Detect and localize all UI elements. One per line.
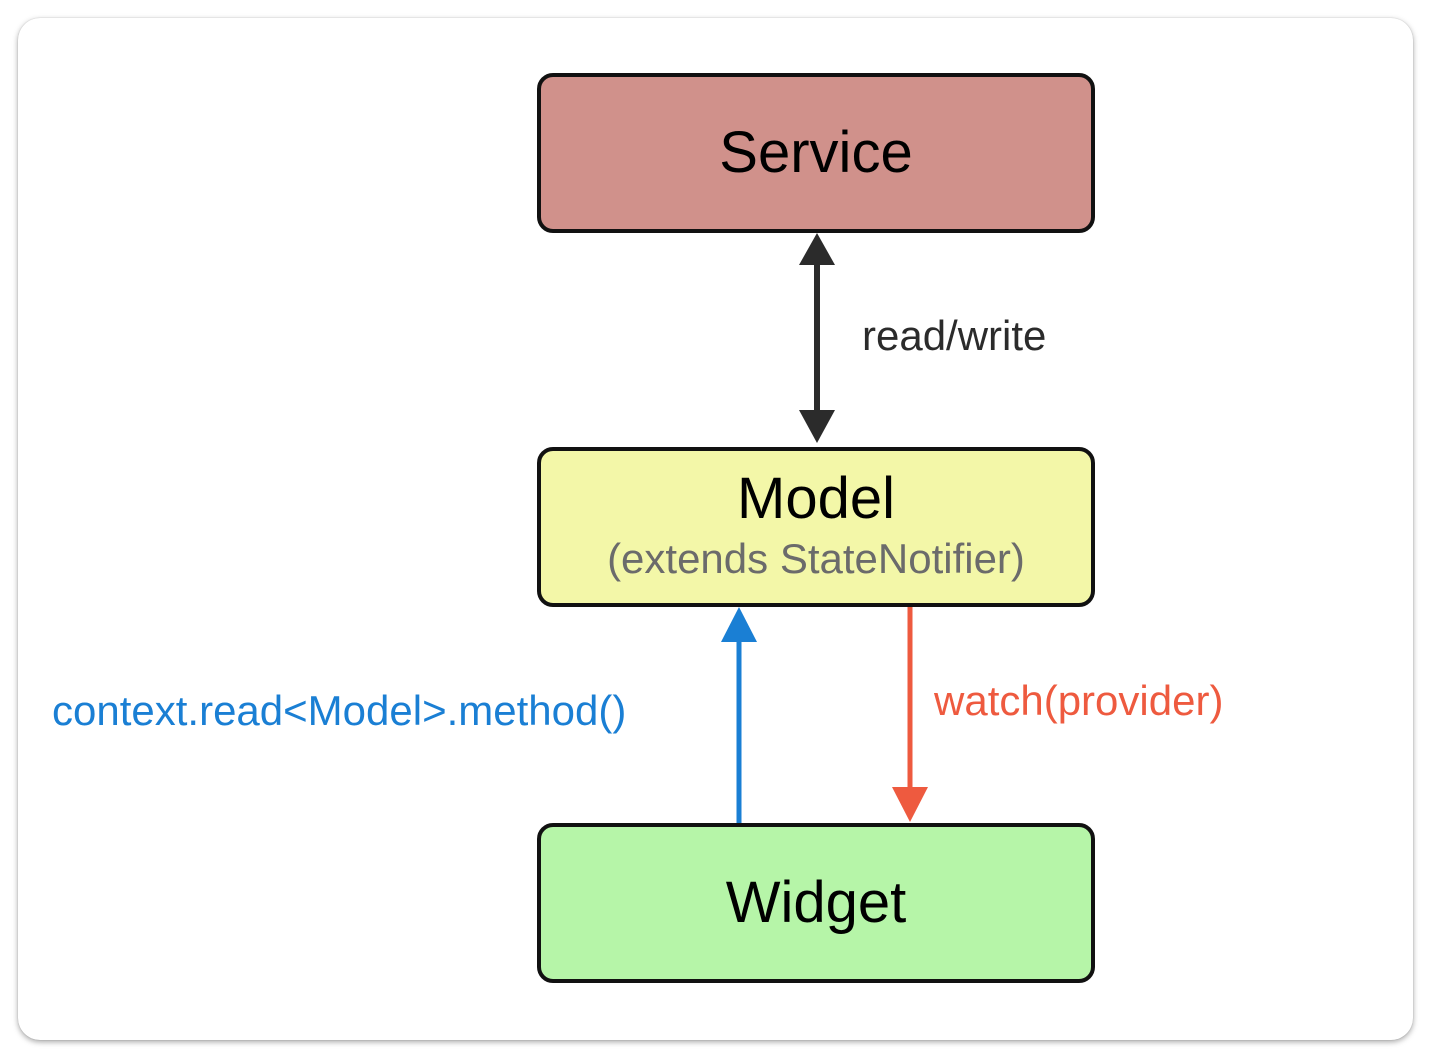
model-label: Model	[737, 466, 895, 531]
read-write-label: read/write	[862, 312, 1047, 359]
context-read-label: context.read<Model>.method()	[52, 687, 627, 734]
widget-label: Widget	[725, 870, 907, 935]
widget-node: Widget	[537, 823, 1095, 983]
service-label: Service	[719, 120, 913, 185]
model-node: Model (extends StateNotifier)	[537, 447, 1095, 607]
service-node: Service	[537, 73, 1095, 233]
watch-provider-label: watch(provider)	[934, 677, 1224, 724]
model-sublabel: (extends StateNotifier)	[607, 535, 1025, 582]
